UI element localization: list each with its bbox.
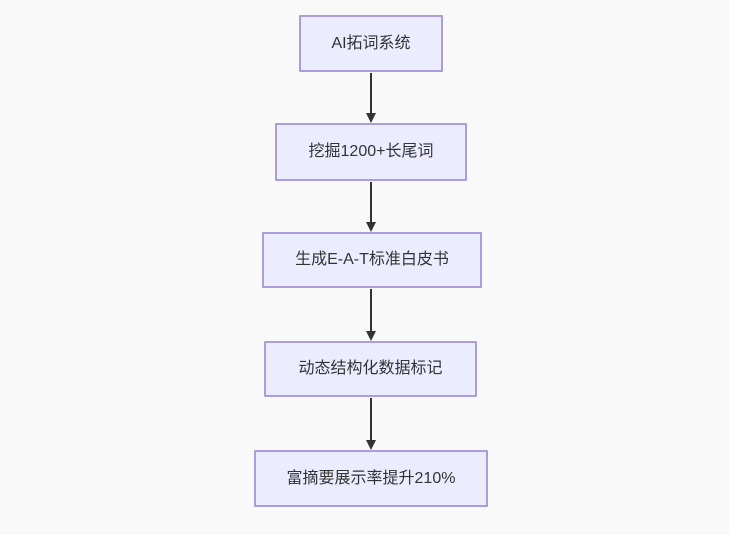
arrow-down-icon bbox=[366, 222, 376, 232]
flow-edge-connector bbox=[370, 398, 372, 440]
flow-node-label: 富摘要展示率提升210% bbox=[286, 469, 456, 487]
flow-node-ai-keyword-system: AI拓词系统 bbox=[299, 15, 443, 72]
flow-node-label: 挖掘1200+长尾词 bbox=[308, 143, 434, 160]
flow-node-label: 生成E-A-T标准白皮书 bbox=[295, 251, 449, 268]
arrow-down-icon bbox=[366, 113, 376, 123]
flow-node-label: AI拓词系统 bbox=[331, 34, 411, 52]
arrow-down-icon bbox=[366, 440, 376, 450]
flow-edge-connector bbox=[370, 289, 372, 331]
flow-node-label: 动态结构化数据标记 bbox=[298, 360, 443, 377]
flow-node-eat-whitepaper: 生成E-A-T标准白皮书 bbox=[262, 232, 482, 288]
flow-edge-connector bbox=[370, 182, 372, 222]
flow-node-rich-snippet-uplift: 富摘要展示率提升210% bbox=[254, 450, 488, 507]
flow-node-structured-data-markup: 动态结构化数据标记 bbox=[264, 341, 477, 397]
flow-node-longtail-mining: 挖掘1200+长尾词 bbox=[275, 123, 467, 181]
arrow-down-icon bbox=[366, 331, 376, 341]
flow-edge-connector bbox=[370, 73, 372, 114]
